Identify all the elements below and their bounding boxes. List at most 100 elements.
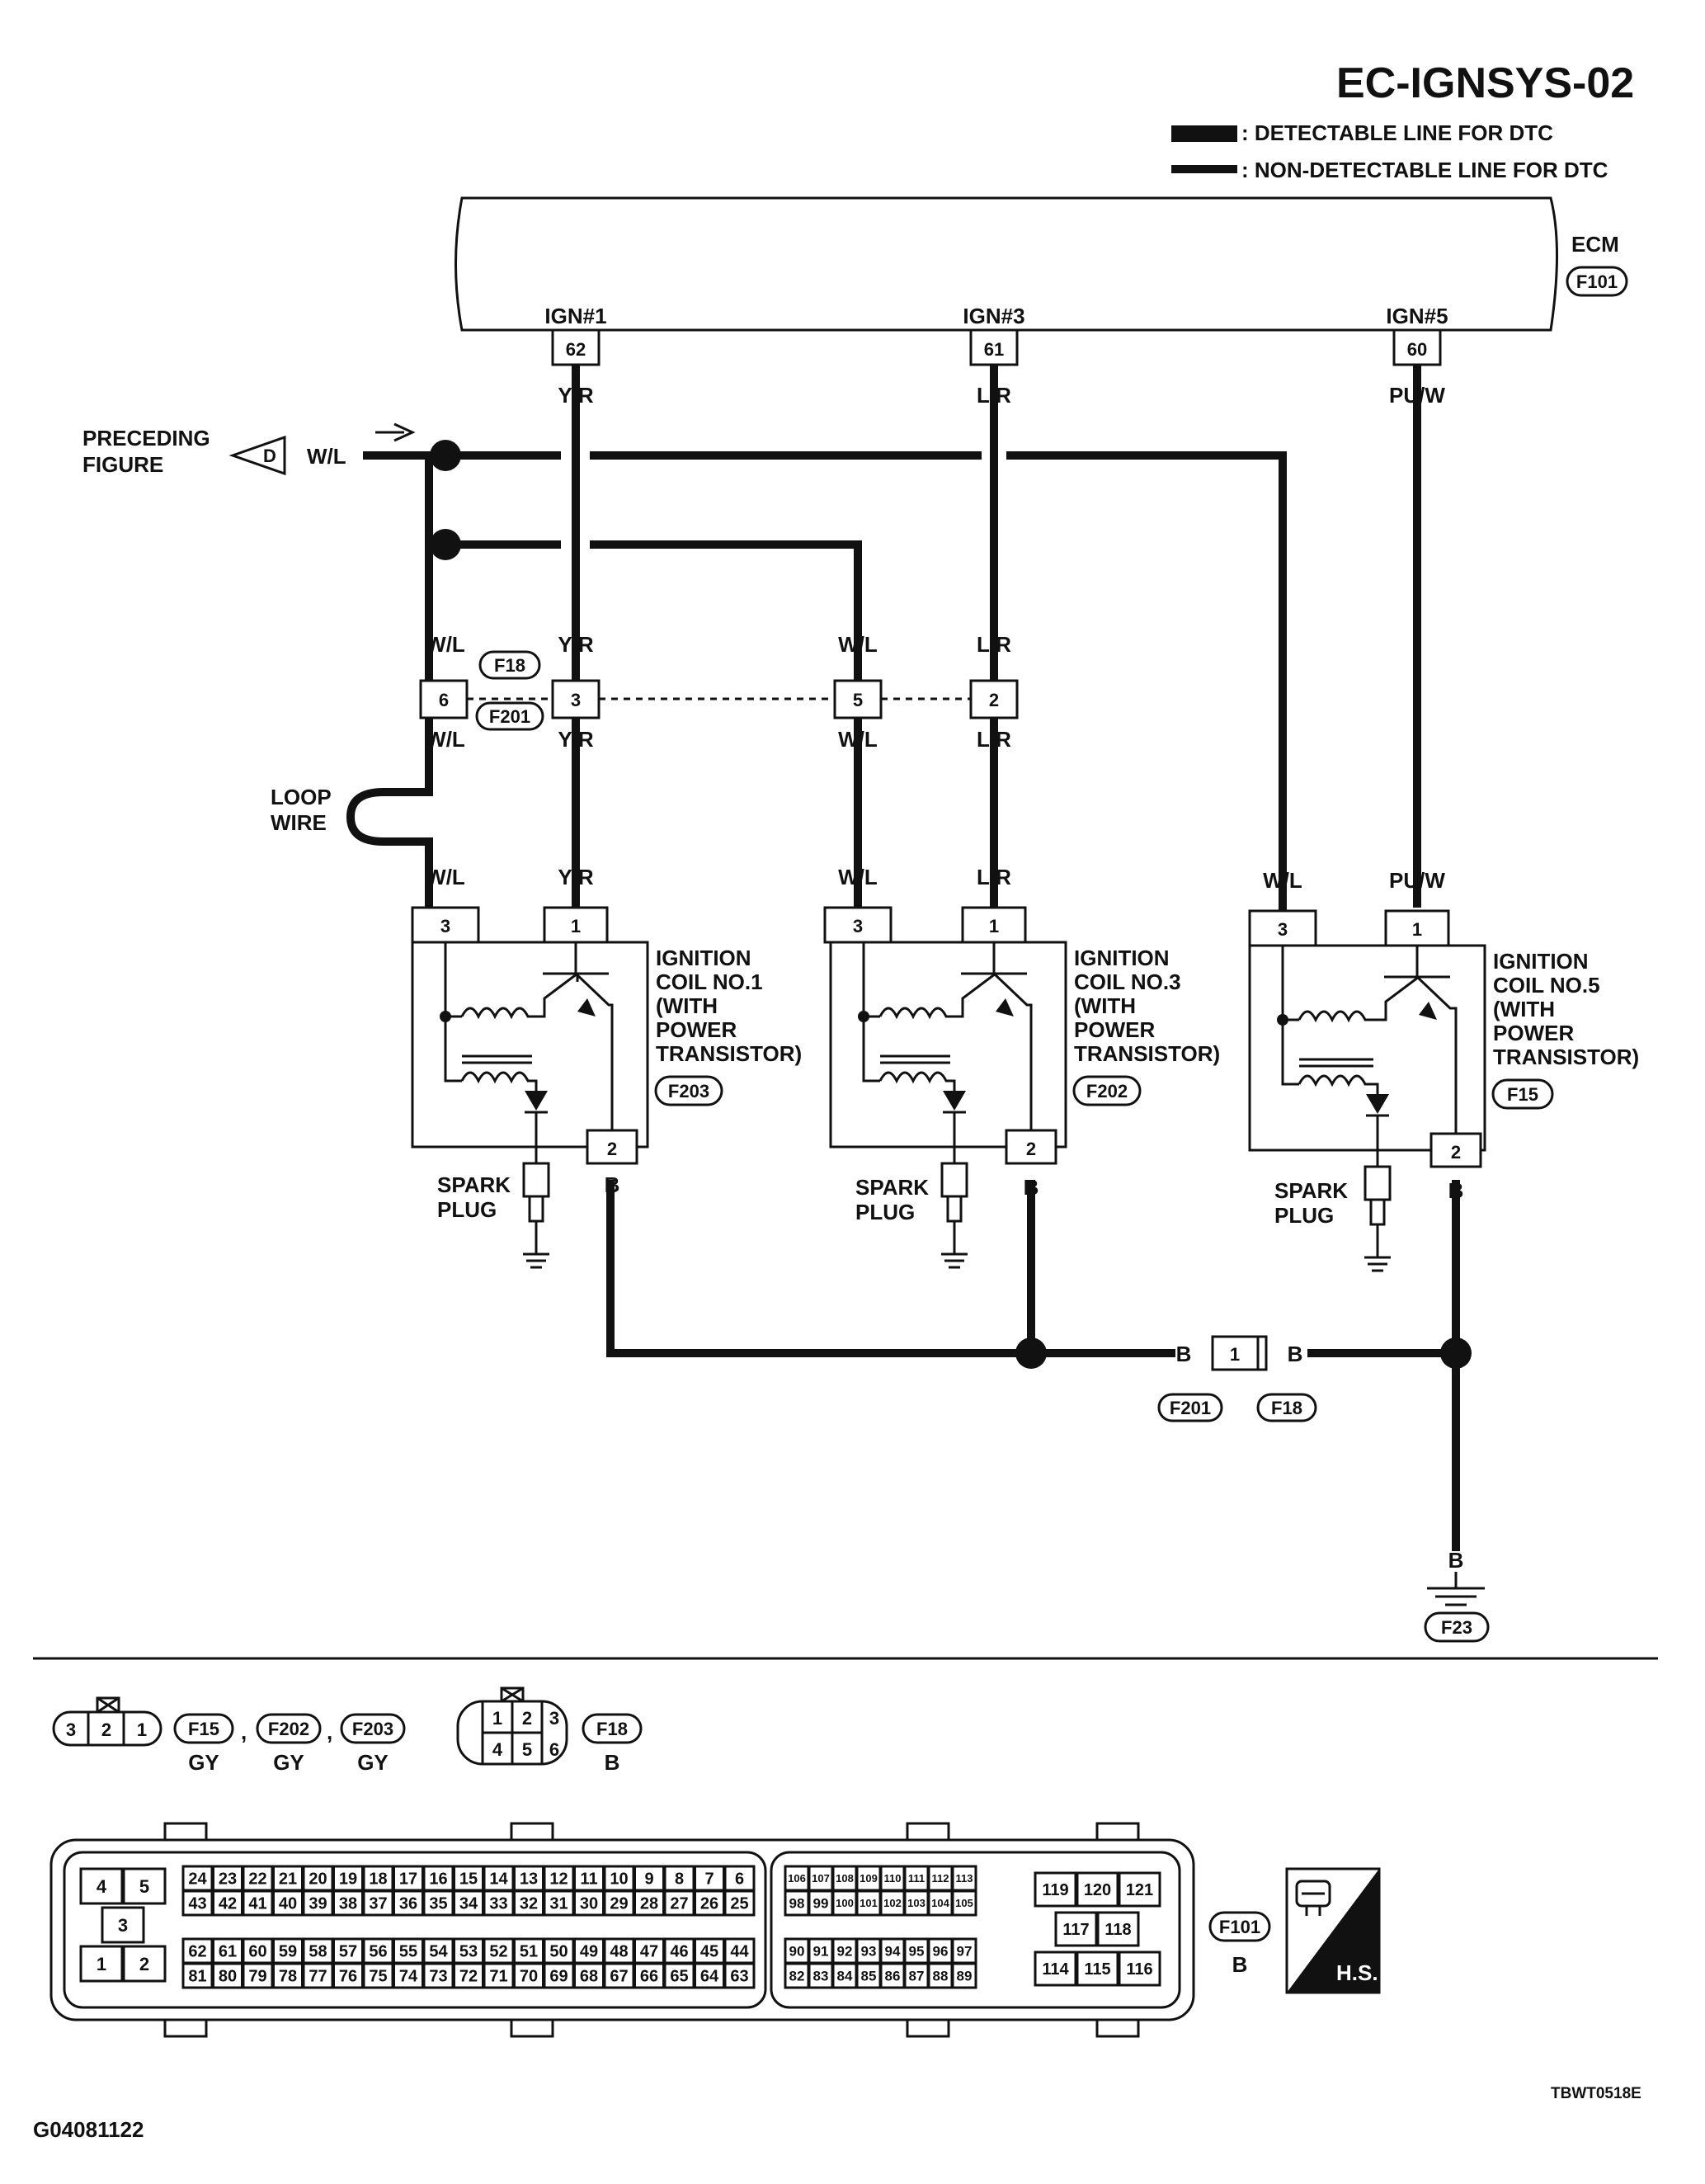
connector-pin-label: 31 xyxy=(549,1895,568,1913)
svg-text:IGN#5: IGN#5 xyxy=(1386,304,1448,328)
joint-connector: W/L Y/R W/L L/R 6 3 5 2 F18 F201 W/L Y/R… xyxy=(419,632,1019,752)
connector-pin xyxy=(879,1865,906,1892)
connector-pin-label: 26 xyxy=(700,1895,718,1913)
signal-arrow xyxy=(375,422,416,442)
connector-pin-label: 84 xyxy=(837,1969,853,1984)
svg-text:2: 2 xyxy=(607,1139,617,1159)
connector-pin-label: 56 xyxy=(369,1943,387,1961)
connector-pin-label: 34 xyxy=(459,1895,478,1913)
svg-text:,: , xyxy=(241,1719,247,1744)
svg-text:3: 3 xyxy=(1278,919,1288,940)
svg-text:2: 2 xyxy=(522,1708,532,1729)
connector-pin xyxy=(633,1962,665,1989)
junction-dot xyxy=(1440,1337,1472,1369)
connector-pin-label: 27 xyxy=(670,1895,688,1913)
svg-text:3: 3 xyxy=(118,1915,128,1936)
connector-pin-label: 118 xyxy=(1104,1921,1131,1939)
svg-text:,: , xyxy=(327,1719,332,1744)
connector-pin xyxy=(393,1962,424,1989)
svg-text:(WITH: (WITH xyxy=(1074,993,1136,1018)
connector-pin-label: 65 xyxy=(670,1968,688,1986)
svg-text:POWER: POWER xyxy=(656,1017,737,1042)
svg-text:F15: F15 xyxy=(188,1719,219,1739)
connector-pin-label: 105 xyxy=(955,1897,973,1909)
svg-text:4: 4 xyxy=(492,1739,503,1760)
connector-pin-label: 117 xyxy=(1062,1921,1089,1939)
connector-pin-label: 24 xyxy=(188,1870,207,1889)
svg-text:F203: F203 xyxy=(352,1719,393,1739)
svg-text:W/L: W/L xyxy=(838,632,878,657)
connector-pin-label: 64 xyxy=(700,1968,719,1986)
svg-text:F18: F18 xyxy=(1271,1398,1302,1418)
svg-text:L/R: L/R xyxy=(977,865,1011,889)
connector-pin-label: 9 xyxy=(644,1870,653,1889)
connector-pin-label: 83 xyxy=(813,1969,829,1984)
connector-pin-label: 98 xyxy=(789,1896,805,1912)
svg-text:5: 5 xyxy=(139,1876,149,1897)
svg-text:F101: F101 xyxy=(1219,1917,1260,1937)
connector-pin-label: 51 xyxy=(520,1943,538,1961)
svg-text:W/L: W/L xyxy=(426,865,465,889)
connector-pin-label: 81 xyxy=(188,1968,206,1986)
connector-pin-label: 44 xyxy=(730,1943,749,1961)
svg-text:(WITH: (WITH xyxy=(1493,997,1555,1021)
connector-pin xyxy=(272,1962,304,1989)
connector-pin-label: 96 xyxy=(933,1944,949,1960)
svg-text:W/L: W/L xyxy=(838,865,878,889)
junction-dot xyxy=(430,440,461,471)
svg-text:F201: F201 xyxy=(1170,1398,1211,1418)
connector-pin-label: 104 xyxy=(931,1897,949,1909)
connector-pin xyxy=(302,1962,334,1989)
connector-pin-label: 76 xyxy=(339,1968,357,1986)
connector-pin-label: 36 xyxy=(399,1895,417,1913)
svg-text:1: 1 xyxy=(571,916,581,936)
connector-pin-label: 106 xyxy=(788,1872,806,1884)
connector-pin-label: 32 xyxy=(520,1895,538,1913)
junction-dot xyxy=(430,529,461,560)
connector-pin-label: 111 xyxy=(908,1872,925,1884)
spark-plug xyxy=(522,1162,550,1269)
connector-pin-label: 94 xyxy=(885,1944,901,1960)
connector-pin-label: 107 xyxy=(812,1872,830,1884)
connector-pin-label: 67 xyxy=(610,1968,628,1986)
connector-pin-label: 68 xyxy=(580,1968,598,1986)
connector-pin xyxy=(1034,1871,1077,1908)
connector-pin xyxy=(831,1889,858,1917)
connector-pin-label: 19 xyxy=(339,1870,357,1889)
svg-text:F23: F23 xyxy=(1441,1617,1472,1638)
connector-pin-label: 29 xyxy=(610,1895,628,1913)
connector-pin-label: 7 xyxy=(704,1870,714,1889)
svg-text:F202: F202 xyxy=(268,1719,309,1739)
connector-pin xyxy=(362,1889,394,1917)
connector-pin-label: 23 xyxy=(219,1870,237,1889)
connector-pin-label: 58 xyxy=(309,1943,327,1961)
connector-pin-label: 110 xyxy=(884,1872,902,1884)
connector-pin-label: 12 xyxy=(549,1870,568,1889)
svg-text:GY: GY xyxy=(273,1750,304,1775)
svg-text:F101: F101 xyxy=(1576,271,1618,292)
svg-text:PLUG: PLUG xyxy=(855,1200,915,1224)
ecm-block xyxy=(455,196,1558,332)
svg-text:5: 5 xyxy=(522,1739,532,1760)
connector-pin-label: 37 xyxy=(369,1895,387,1913)
connector-pin xyxy=(1118,1951,1161,1987)
svg-text:W/L: W/L xyxy=(426,727,465,752)
svg-text:3: 3 xyxy=(66,1719,76,1740)
svg-text:GY: GY xyxy=(357,1750,389,1775)
connector-pin-label: 55 xyxy=(399,1943,417,1961)
svg-text:2: 2 xyxy=(1451,1142,1461,1163)
svg-text:L/R: L/R xyxy=(977,727,1011,752)
connector-pin-label: 48 xyxy=(610,1943,628,1961)
svg-text:SPARK: SPARK xyxy=(1274,1178,1348,1203)
svg-text:1: 1 xyxy=(137,1719,147,1740)
connector-pin-label: 60 xyxy=(248,1943,266,1961)
svg-text:2: 2 xyxy=(989,690,999,710)
svg-text:COIL NO.5: COIL NO.5 xyxy=(1493,973,1600,998)
spark-plug xyxy=(1364,1165,1392,1272)
connector-pin-label: 11 xyxy=(580,1870,597,1889)
page-title: EC-IGNSYS-02 xyxy=(1336,59,1634,107)
connector-pin-label: 77 xyxy=(309,1968,327,1986)
svg-text:2: 2 xyxy=(1026,1139,1036,1159)
svg-text:3: 3 xyxy=(549,1708,559,1729)
